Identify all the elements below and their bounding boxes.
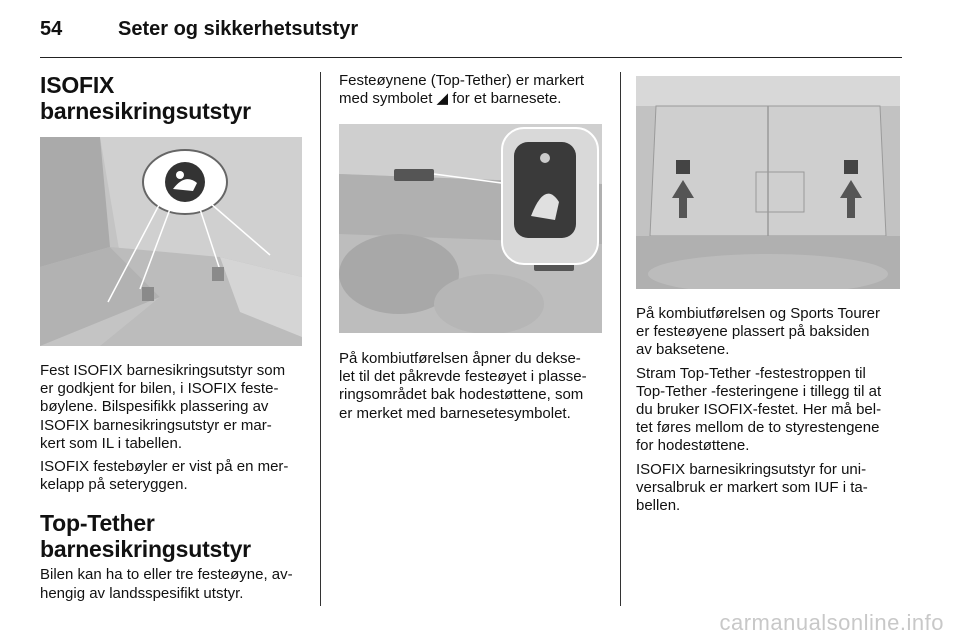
isofix-seat-photo [40, 137, 302, 346]
page-number: 54 [40, 18, 63, 40]
iuf-paragraph: ISOFIX barnesikringsutstyr for uni-versa… [636, 460, 868, 515]
top-tether-paragraph: Bilen kan ha to eller tre festeøyne, av-… [40, 566, 293, 602]
isofix-seat-illustration [40, 137, 302, 346]
column-2-body: På kombiutførelsen åpner du dekse-let ti… [339, 350, 604, 423]
heading-line: barnesikringsutstyr [40, 536, 251, 563]
page-header: 54 Seter og sikkerhetsutstyr [40, 16, 902, 58]
heading-line: Top-Tether [40, 510, 155, 537]
combi-cover-paragraph: På kombiutførelsen åpner du dekse-let ti… [339, 350, 587, 422]
column-divider-2 [620, 72, 621, 606]
trunk-anchor-photo [636, 76, 900, 289]
tether-anchor-photo [339, 124, 602, 333]
isofix-paragraph-2: ISOFIX festebøyler er vist på en mer-kel… [40, 458, 289, 494]
chapter-title: Seter og sikkerhetsutstyr [118, 18, 359, 40]
section-heading-isofix: ISOFIX barnesikringsutstyr [40, 72, 304, 124]
trunk-illustration [636, 76, 900, 289]
column-1: ISOFIX barnesikringsutstyr [40, 72, 304, 124]
section-heading-top-tether: Top-Tether barnesikringsutstyr [40, 510, 304, 562]
heading-line: barnesikringsutstyr [40, 98, 251, 124]
column-divider-1 [320, 72, 321, 606]
heading-line: ISOFIX [40, 72, 115, 98]
tether-anchor-illustration [339, 124, 602, 333]
watermark-text: carmanualsonline.info [719, 610, 944, 635]
